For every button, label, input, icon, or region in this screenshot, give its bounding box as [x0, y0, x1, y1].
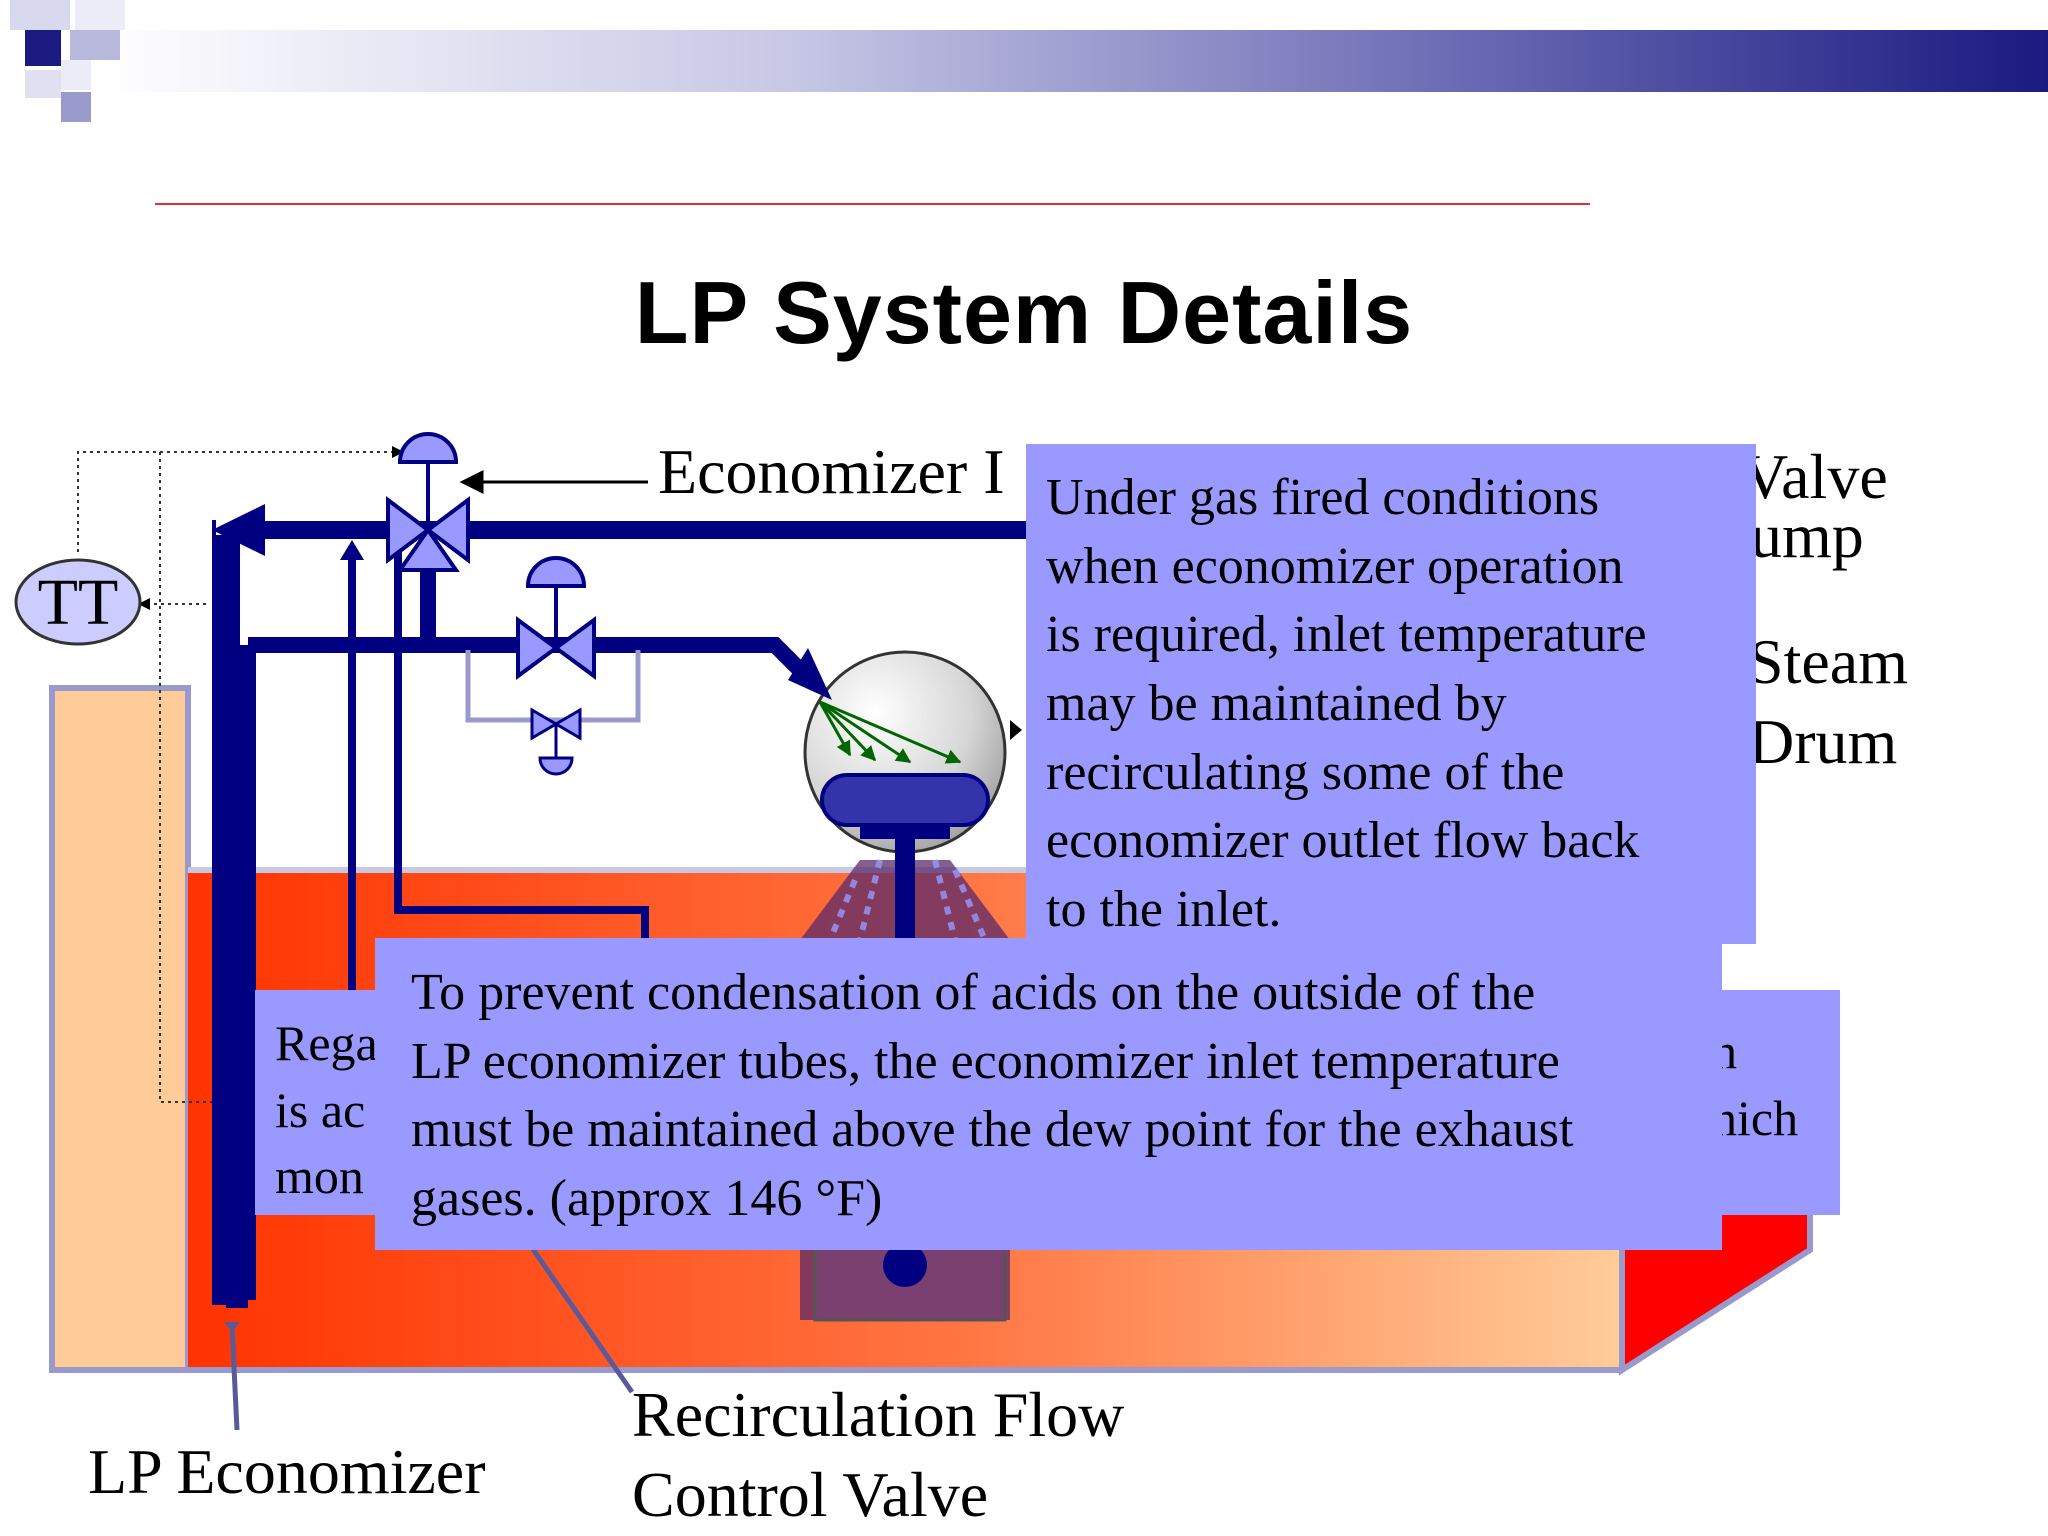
recirc-control-valve	[516, 556, 596, 680]
condensation-callout-text: To prevent condensation of acids on the …	[411, 964, 1574, 1227]
recirc-valve-pointer	[527, 1243, 635, 1394]
header-decoration	[10, 0, 2048, 122]
steam-drum-label: Steam Drum	[1748, 626, 1908, 777]
bypass-valve	[530, 707, 582, 776]
hidden-callout-left-text: Rega is ac mon	[275, 1015, 378, 1204]
three-way-valve	[386, 432, 470, 572]
hidden-callout-right-text: h hich	[1712, 1023, 1799, 1146]
lp-economizer-pointer	[229, 1324, 240, 1431]
tt-label: TT	[38, 566, 119, 639]
condensation-callout: To prevent condensation of acids on the …	[375, 938, 1722, 1250]
lp-economizer-label: LP Economizer	[88, 1436, 486, 1507]
gas-fired-callout-text: Under gas fired conditions when economiz…	[1046, 469, 1647, 938]
drum-internals	[820, 773, 990, 827]
spray-arrows	[818, 700, 962, 764]
valve-label-partial: Valve	[1742, 441, 1888, 512]
exhaust-stack	[49, 685, 191, 1373]
economizer-piping	[212, 520, 1100, 1308]
recirculation-valve-label: Recirculation Flow Control Valve	[632, 1379, 1125, 1530]
page-title: LP System Details	[634, 263, 1414, 362]
temperature-transmitter	[14, 558, 142, 646]
pump-label-partial: ump	[1750, 500, 1864, 571]
gas-fired-callout: Under gas fired conditions when economiz…	[1026, 444, 1756, 944]
economizer-valve-label: Economizer I	[658, 436, 1005, 507]
bypass-loop	[465, 650, 641, 723]
